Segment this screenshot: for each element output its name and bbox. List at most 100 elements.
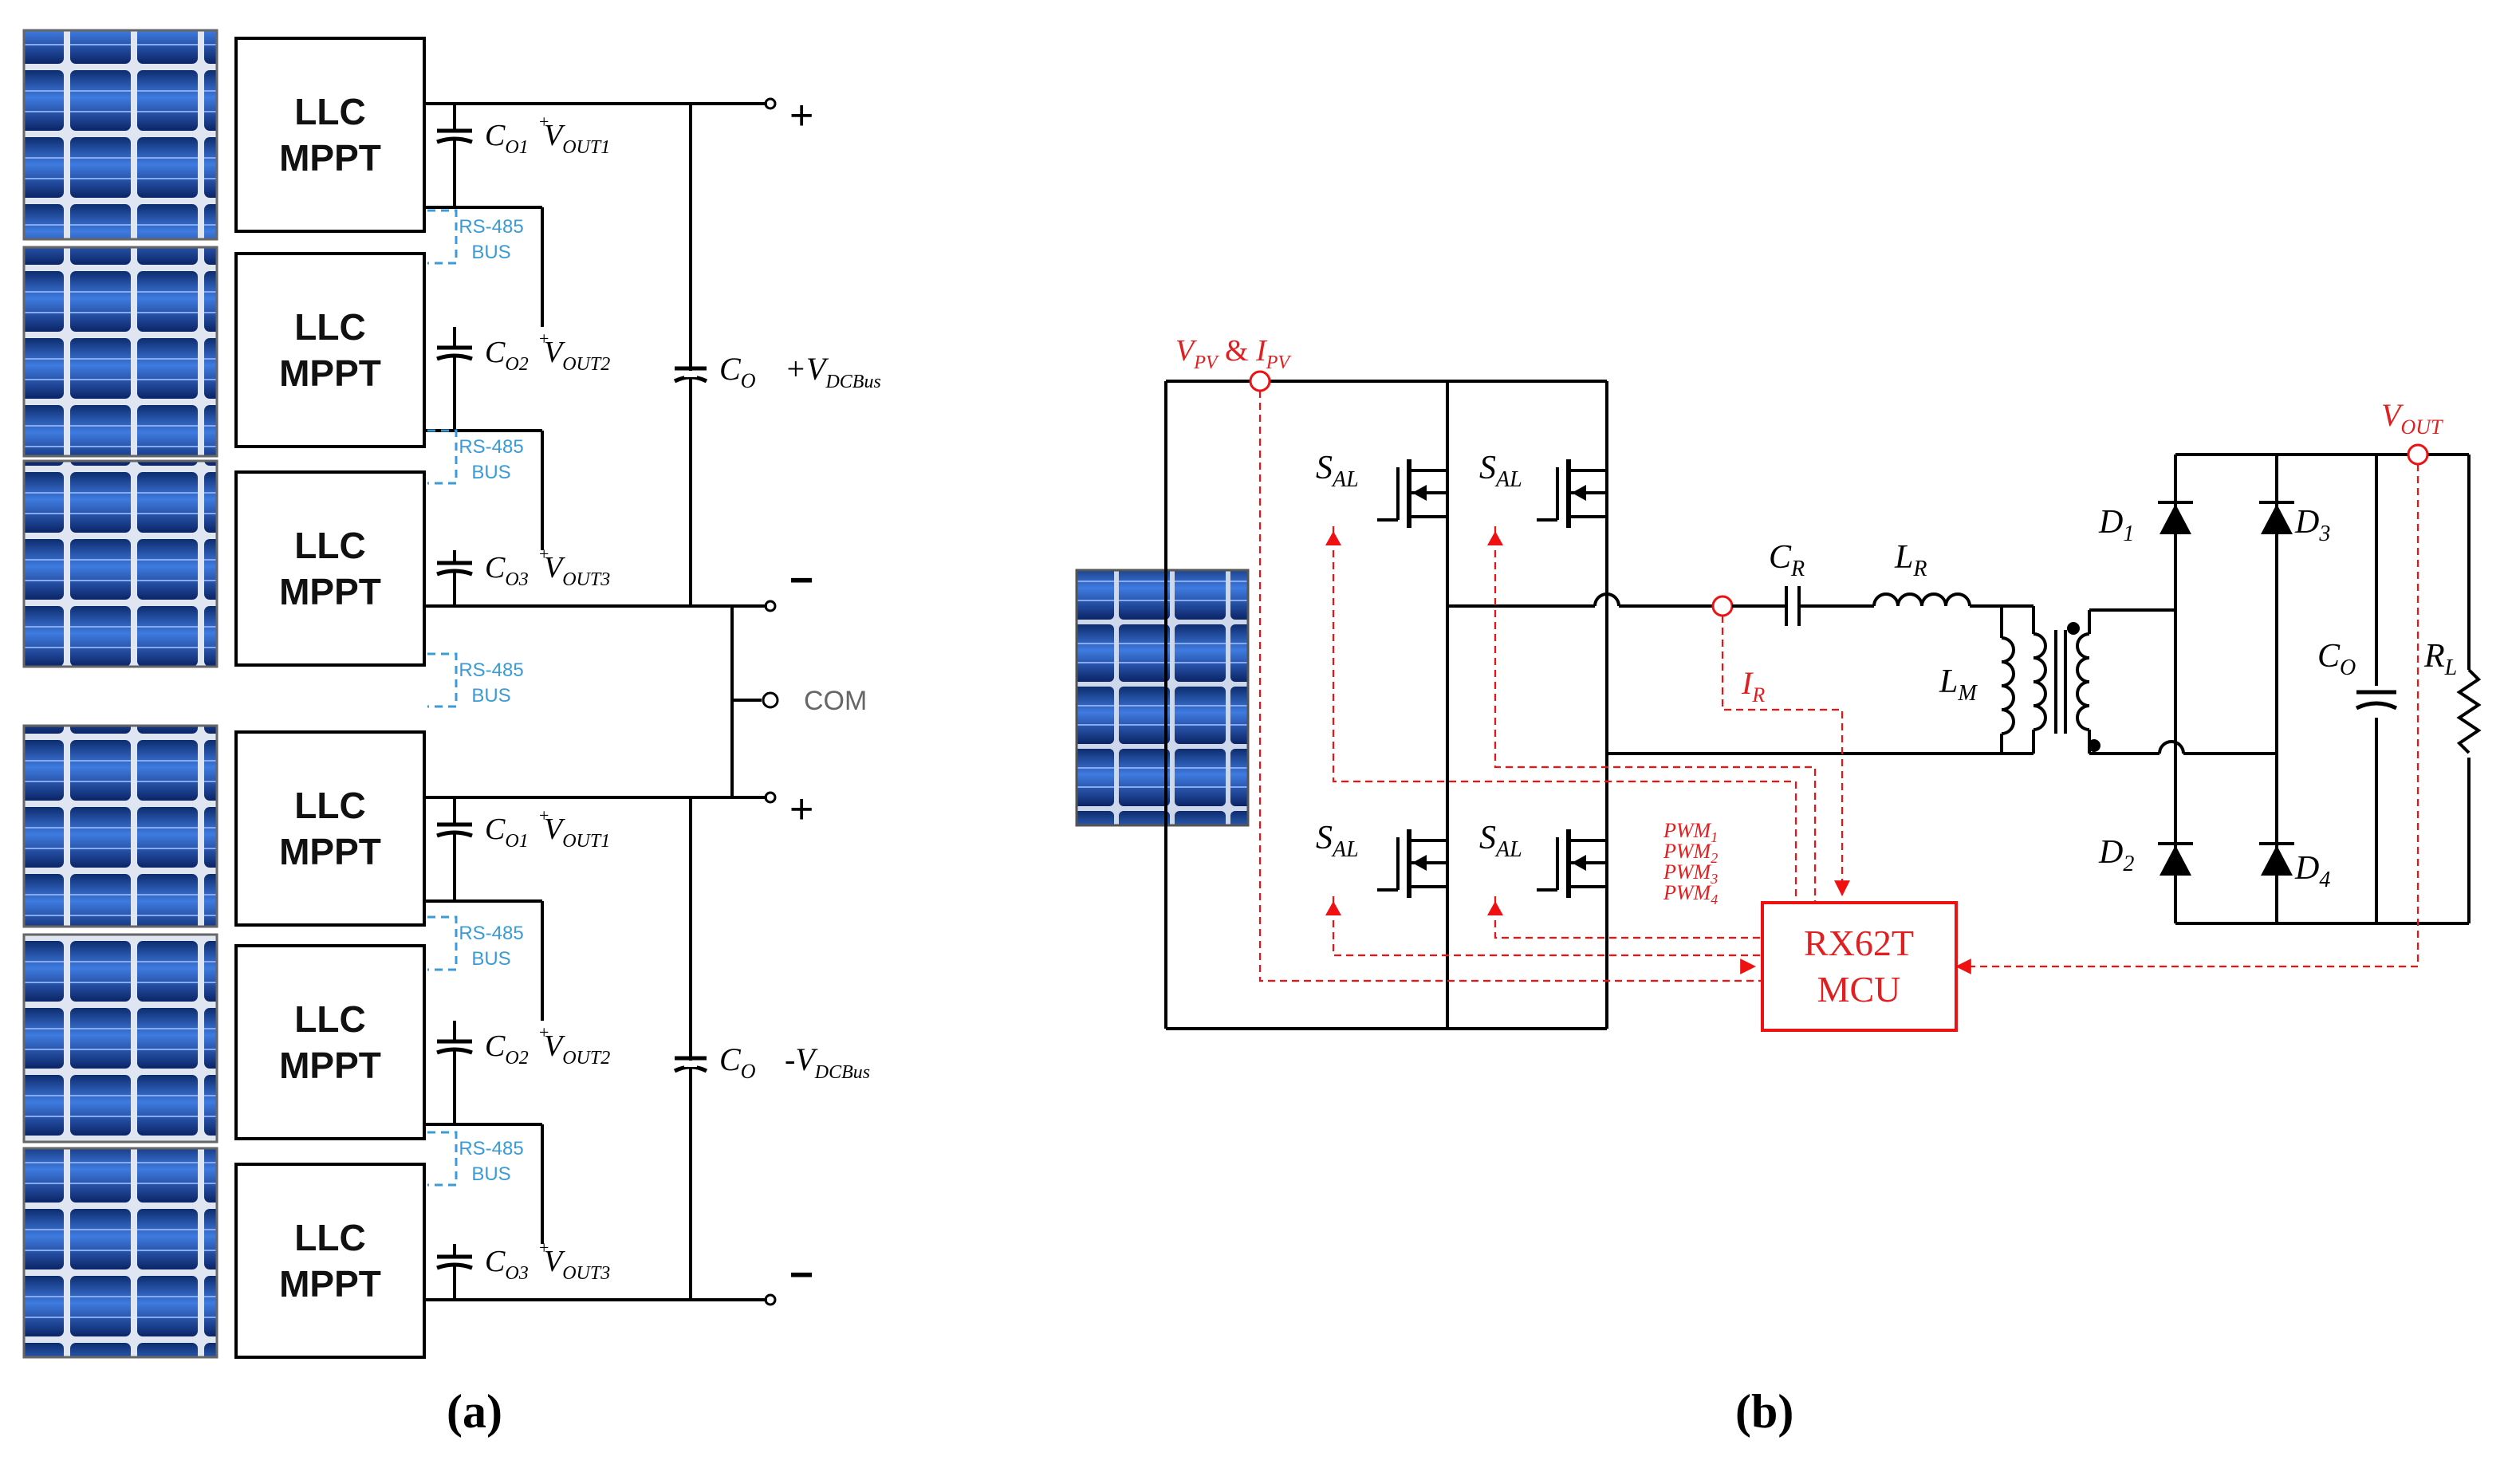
svg-text:+: + bbox=[539, 805, 549, 825]
llc-mppt-box bbox=[234, 252, 426, 448]
cap-label: CO2 bbox=[485, 1029, 529, 1069]
pwm-label: PWM1 bbox=[1663, 819, 1718, 845]
mppt-label: MPPT bbox=[279, 1263, 381, 1305]
rs485-label: RS-485 bbox=[459, 216, 523, 238]
cap-label: CO1 bbox=[485, 813, 529, 852]
bus-label: BUS bbox=[471, 242, 510, 263]
mcu-label-line2: MCU bbox=[1817, 969, 1901, 1010]
llc-mppt-box bbox=[234, 470, 426, 667]
diode-label-d2: D2 bbox=[2098, 834, 2134, 876]
caption-b: (b) bbox=[1735, 1385, 1793, 1438]
co-top-label: CO bbox=[719, 351, 756, 392]
llc-mppt-module: LLC MPPT CO1 VOUT1+ bbox=[234, 730, 610, 1021]
diode-d1 bbox=[2160, 504, 2191, 534]
svg-text:+: + bbox=[539, 112, 549, 132]
cr-label: CR bbox=[1769, 539, 1805, 581]
mosfet-switch bbox=[1377, 431, 1449, 558]
mcu-label-line1: RX62T bbox=[1804, 923, 1914, 963]
diode-d3 bbox=[2261, 504, 2293, 534]
vout-label: VOUT2 bbox=[544, 336, 610, 375]
lm-label: LM bbox=[1939, 663, 1978, 706]
diode-label-d1: D1 bbox=[2098, 504, 2134, 546]
switch-label-tl: SAL bbox=[1316, 450, 1359, 492]
svg-text:+: + bbox=[539, 1022, 549, 1042]
mppt-label: MPPT bbox=[279, 571, 381, 612]
vout-label: VOUT1 bbox=[544, 813, 610, 852]
pwm-label: PWM2 bbox=[1663, 840, 1718, 866]
solar-panel-1 bbox=[22, 29, 219, 241]
co-label-b: CO bbox=[2317, 638, 2356, 680]
vout-label: VOUT3 bbox=[544, 551, 610, 590]
llc-label: LLC bbox=[294, 91, 365, 132]
com-terminal-label: COM bbox=[804, 686, 867, 716]
svg-text:+: + bbox=[539, 1238, 549, 1258]
mppt-label: MPPT bbox=[279, 831, 381, 872]
bus-label: BUS bbox=[471, 462, 510, 483]
solar-panel-3 bbox=[22, 459, 219, 668]
llc-label: LLC bbox=[294, 306, 365, 348]
llc-label: LLC bbox=[294, 785, 365, 826]
bus-label: BUS bbox=[471, 948, 510, 970]
panel-a-wiring bbox=[423, 97, 779, 1306]
lr-label: LR bbox=[1894, 539, 1927, 581]
pwm-label: PWM4 bbox=[1663, 881, 1718, 907]
cap-label: CO2 bbox=[485, 336, 529, 375]
llc-mppt-box bbox=[234, 730, 426, 927]
rl-label: RL bbox=[2423, 638, 2457, 680]
diode-d2 bbox=[2160, 845, 2191, 876]
llc-mppt-box bbox=[234, 944, 426, 1140]
vout-label: VOUT1 bbox=[544, 119, 610, 158]
co-bottom-label: CO bbox=[719, 1041, 756, 1083]
diode-label-d4: D4 bbox=[2294, 850, 2330, 892]
svg-text:+: + bbox=[539, 544, 549, 564]
mppt-label: MPPT bbox=[279, 352, 381, 394]
minus-terminal-bottom: − bbox=[789, 1252, 813, 1298]
vout-label: VOUT3 bbox=[544, 1245, 610, 1284]
pv-panel bbox=[1075, 569, 1250, 827]
panel-a-labels: + − + − COM CO +VDCBus CO -VDCBus (a) bbox=[447, 93, 881, 1438]
mppt-label: MPPT bbox=[279, 1045, 381, 1086]
llc-label: LLC bbox=[294, 525, 365, 566]
panel-b-labels: VPV & IPV SAL SAL SAL SAL CR LR LM IR PW… bbox=[1175, 334, 2457, 1438]
panel-a-solar-panels bbox=[22, 29, 219, 1359]
rs485-label: RS-485 bbox=[459, 436, 523, 458]
mcu-box bbox=[1761, 901, 1958, 1032]
bus-label: BUS bbox=[471, 1163, 510, 1185]
plus-terminal-top: + bbox=[789, 93, 813, 139]
llc-mppt-box bbox=[234, 1163, 426, 1359]
llc-mppt-module: LLC MPPT CO1 VOUT1+ bbox=[234, 37, 610, 327]
svg-text:+: + bbox=[539, 329, 549, 348]
pwm-label: PWM3 bbox=[1663, 860, 1718, 887]
rs485-label: RS-485 bbox=[459, 659, 523, 681]
cap-label: CO3 bbox=[485, 1245, 529, 1284]
diode-label-d3: D3 bbox=[2294, 504, 2330, 546]
mosfet-switch bbox=[1537, 801, 1608, 928]
plus-terminal-bottom: + bbox=[789, 786, 813, 833]
control-signal-wiring bbox=[1249, 370, 2419, 1032]
switch-label-tr: SAL bbox=[1479, 450, 1522, 492]
vout-label-b: VOUT bbox=[2381, 397, 2443, 439]
vdcbus-bottom-label: -VDCBus bbox=[785, 1041, 870, 1083]
ir-label: IR bbox=[1741, 665, 1765, 707]
solar-panel-5 bbox=[22, 933, 219, 1144]
llc-label: LLC bbox=[294, 1217, 365, 1258]
vdcbus-top-label: +VDCBus bbox=[785, 351, 881, 392]
minus-terminal-top: − bbox=[789, 557, 813, 604]
caption-a: (a) bbox=[447, 1385, 502, 1438]
cap-label: CO1 bbox=[485, 119, 529, 158]
solar-panel-4 bbox=[22, 724, 219, 928]
mppt-label: MPPT bbox=[279, 137, 381, 179]
mosfet-switch bbox=[1537, 431, 1608, 558]
solar-panel-2 bbox=[22, 246, 219, 458]
rs485-label: RS-485 bbox=[459, 1138, 523, 1159]
